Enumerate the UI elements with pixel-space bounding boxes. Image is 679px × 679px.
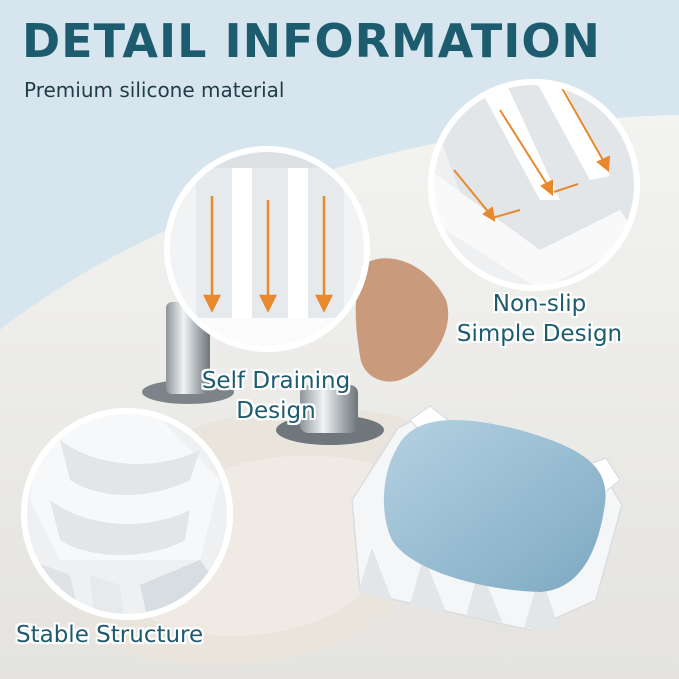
- soap-bar: [383, 419, 606, 592]
- callout-self-draining-line2: Design: [236, 398, 316, 424]
- callout-stable-structure: Stable Structure: [16, 622, 204, 648]
- callout-non-slip: Non-slip Simple Design: [437, 289, 642, 349]
- callout-self-draining: Self Draining Design: [176, 366, 376, 426]
- faucet: [142, 302, 384, 445]
- page-subtitle: Premium silicone material: [24, 78, 285, 102]
- callout-non-slip-line1: Non-slip: [492, 291, 587, 317]
- callout-non-slip-line2: Simple Design: [456, 321, 623, 347]
- hand: [355, 258, 449, 382]
- page-title: DETAIL INFORMATION: [22, 14, 601, 68]
- callout-self-draining-line1: Self Draining: [201, 368, 351, 394]
- detail-circle-stable: [21, 408, 233, 620]
